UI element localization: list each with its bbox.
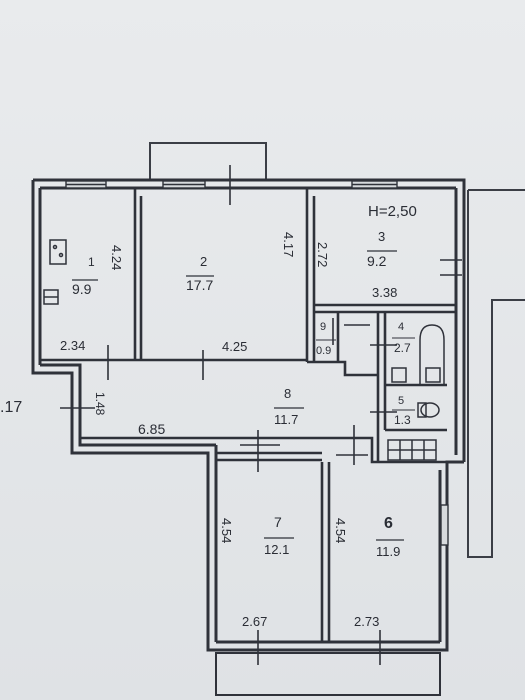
window-room-3 <box>351 180 398 189</box>
room-8-width: 6.85 <box>138 421 165 437</box>
room-8-depth: 1.48 <box>93 392 107 416</box>
room-3-number: 3 <box>378 229 385 244</box>
room-6-length: 4.54 <box>333 518 348 543</box>
interior-walls <box>40 188 456 642</box>
room-4-number: 4 <box>398 321 404 333</box>
window-room-1 <box>65 180 107 189</box>
room-8-number: 8 <box>284 386 291 401</box>
room-6-area: 11.9 <box>376 544 400 559</box>
room-7-number: 7 <box>274 514 282 530</box>
door-marks <box>60 165 462 665</box>
room-5-area: 1.3 <box>394 413 411 427</box>
adjacent-building <box>467 189 525 558</box>
stove-icon <box>49 239 67 265</box>
ceiling-height-label: H=2,50 <box>368 203 417 220</box>
room-2-area: 17.7 <box>186 277 213 293</box>
room-3-area: 9.2 <box>367 253 387 269</box>
room-1-width: 2.34 <box>60 338 85 353</box>
room-4-area: 2.7 <box>394 341 411 355</box>
room-8-area: 11.7 <box>274 412 298 427</box>
room-1-area: 9.9 <box>72 281 92 297</box>
room-3-length: 2.72 <box>315 242 330 267</box>
room-1-length: 4.24 <box>109 245 124 270</box>
room-2-width: 4.25 <box>222 339 247 354</box>
room-5-number: 5 <box>398 395 404 407</box>
window-room-2 <box>162 180 206 189</box>
room-9-area: 0.9 <box>316 345 331 357</box>
room-6-width: 2.73 <box>354 614 379 629</box>
sink-icon <box>43 289 59 305</box>
toilet-icon <box>391 367 441 418</box>
bathtub-icon <box>419 324 445 384</box>
room-2-length: 4.17 <box>281 232 296 257</box>
balcony-bottom <box>215 652 441 696</box>
room-7-width: 2.67 <box>242 614 267 629</box>
room-3-width: 3.38 <box>372 285 397 300</box>
room-7-length: 4.54 <box>219 518 234 543</box>
room-6-number: 6 <box>384 515 393 532</box>
radiator-grid-icon <box>387 439 437 461</box>
window-room-6 <box>440 504 449 546</box>
side-dimension-label: .17 <box>0 399 22 416</box>
outer-walls <box>31 178 466 652</box>
room-1-number: 1 <box>88 255 95 269</box>
room-9-number: 9 <box>320 321 326 333</box>
room-7-area: 12.1 <box>264 542 289 557</box>
balcony-top <box>149 142 267 180</box>
room-2-number: 2 <box>200 254 207 269</box>
